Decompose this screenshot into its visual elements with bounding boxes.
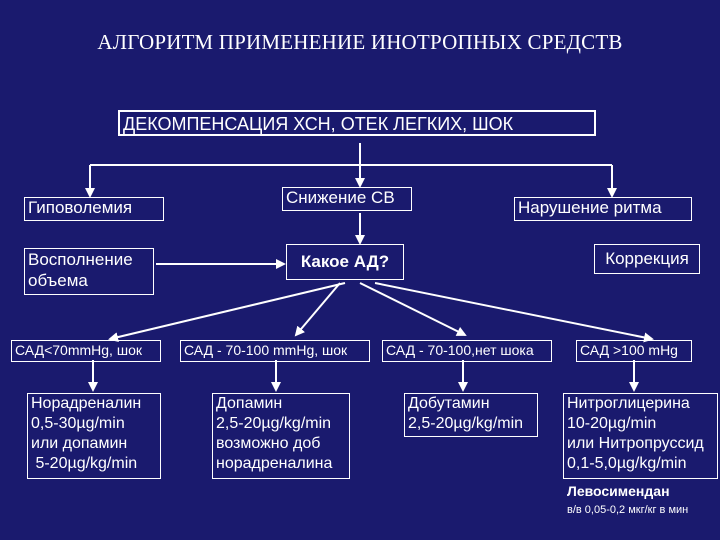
drug-dopamine-line-3: возможно доб bbox=[216, 435, 321, 452]
drug-noradrenaline-line-2: 0,5-30µg/min bbox=[31, 415, 125, 432]
page-title: АЛГОРИТМ ПРИМЕНЕНИЕ ИНОТРОПНЫХ СРЕДСТВ bbox=[97, 30, 623, 54]
drug-nitroglycerin-line-3: или Нитропруссид bbox=[567, 435, 704, 452]
drug-nitroglycerin-line-2: 10-20µg/min bbox=[567, 415, 657, 432]
connector-to-bp-4 bbox=[374, 282, 654, 343]
correction-box: Коррекция bbox=[594, 244, 700, 274]
drug-dobutamine-line-1: Добутамин bbox=[408, 395, 490, 412]
bp-level-1-label: САД<70mmHg, шок bbox=[15, 342, 142, 358]
drug-noradrenaline-box: Норадреналин 0,5-30µg/min или допамин 5-… bbox=[27, 393, 161, 479]
hypovolemia-label: Гиповолемия bbox=[28, 198, 133, 217]
correction-label: Коррекция bbox=[605, 249, 689, 268]
bp-level-2-label: САД - 70-100 mmHg, шок bbox=[184, 342, 348, 358]
rhythm-disorder-label: Нарушение ритма bbox=[518, 198, 662, 217]
which-bp-label: Какое АД? bbox=[300, 252, 390, 271]
drug-dopamine-line-1: Допамин bbox=[216, 395, 283, 412]
rhythm-disorder-box: Нарушение ритма bbox=[514, 197, 692, 221]
drug-dopamine-line-4: норадреналина bbox=[216, 455, 333, 472]
drug-dopamine-box: Допамин 2,5-20µg/kg/min возможно доб нор… bbox=[212, 393, 350, 479]
drug-noradrenaline-line-4: 5-20µg/kg/min bbox=[31, 455, 138, 472]
bp-level-1-box: САД<70mmHg, шок bbox=[11, 340, 161, 362]
drug-dobutamine-line-2: 2,5-20µg/kg/min bbox=[408, 415, 524, 432]
drug-nitroglycerin-line-4: 0,1-5,0µg/kg/min bbox=[567, 455, 687, 472]
low-cardiac-output-label: Снижение СВ bbox=[286, 188, 395, 207]
volume-replacement-line-2: объема bbox=[28, 271, 88, 290]
drug-dobutamine-box: Добутамин 2,5-20µg/kg/min bbox=[404, 393, 538, 437]
bp-level-4-label: САД >100 mHg bbox=[580, 342, 678, 358]
volume-replacement-line-1: Восполнение bbox=[28, 250, 133, 269]
decompensation-box: ДЕКОМПЕНСАЦИЯ ХСН, ОТЕК ЛЕГКИХ, ШОК bbox=[118, 110, 596, 136]
connector-to-bp-2 bbox=[294, 282, 341, 337]
decompensation-label: ДЕКОМПЕНСАЦИЯ ХСН, ОТЕК ЛЕГКИХ, ШОК bbox=[123, 114, 514, 134]
drug-nitroglycerin-box: Нитроглицерина 10-20µg/min или Нитропрус… bbox=[563, 393, 718, 479]
bp-level-2-box: САД - 70-100 mmHg, шок bbox=[180, 340, 370, 362]
bp-level-4-box: САД >100 mHg bbox=[576, 340, 692, 362]
bp-level-3-box: САД - 70-100,нет шока bbox=[382, 340, 552, 362]
hypovolemia-box: Гиповолемия bbox=[24, 197, 164, 221]
drug-nitroglycerin-line-1: Нитроглицерина bbox=[567, 395, 690, 412]
levosimendan-dose: в/в 0,05-0,2 мкг/кг в мин bbox=[567, 504, 689, 516]
low-cardiac-output-box: Снижение СВ bbox=[282, 187, 412, 211]
drug-noradrenaline-line-3: или допамин bbox=[31, 435, 128, 452]
levosimendan-label: Левосимендан bbox=[567, 483, 670, 499]
volume-replacement-box: Восполнение объема bbox=[24, 248, 154, 295]
drug-dopamine-line-2: 2,5-20µg/kg/min bbox=[216, 415, 332, 432]
drug-noradrenaline-line-1: Норадреналин bbox=[31, 395, 142, 412]
which-bp-box: Какое АД? bbox=[286, 244, 404, 280]
connector-to-bp-3 bbox=[359, 282, 467, 336]
bp-level-3-label: САД - 70-100,нет шока bbox=[386, 342, 534, 358]
connector-to-bp-1 bbox=[108, 282, 346, 343]
